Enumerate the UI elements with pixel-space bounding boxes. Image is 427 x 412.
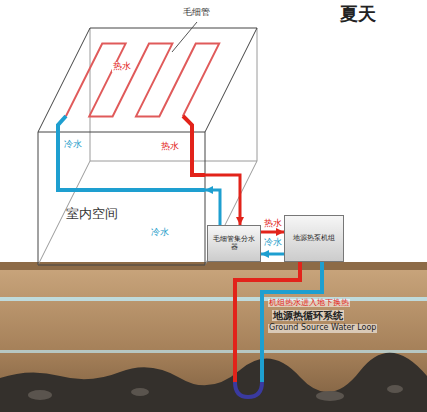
diagram-title: 夏天	[340, 4, 376, 24]
pipe-connector	[261, 231, 284, 234]
pipe-connector	[205, 175, 240, 225]
system-label-en: Ground Source Water Loop	[268, 324, 377, 333]
leader-line	[172, 22, 197, 52]
flow-label: 冷水	[63, 140, 83, 150]
groundwater-layer	[0, 350, 427, 353]
ground-hot-pipe	[235, 262, 300, 382]
edge-label: 热水	[264, 219, 282, 229]
heat-pump-box: 地源热泵机组	[284, 215, 344, 262]
cube-edge	[38, 28, 257, 132]
callout-label: 毛细管	[182, 8, 211, 18]
ground-surface	[0, 262, 427, 270]
rock	[28, 390, 52, 400]
node-text: 室内空间	[66, 206, 118, 222]
soil	[0, 266, 427, 412]
capillary-coil	[66, 44, 219, 117]
flow-label: 冷水	[150, 228, 170, 238]
pipe-connector	[261, 253, 284, 256]
cold-pipe	[58, 116, 205, 190]
pipe-connector	[205, 190, 220, 225]
system-label: 地源热循环系统	[272, 310, 344, 321]
room-space: 室内空间	[38, 132, 205, 265]
manifold-box: 毛细管集分水器	[207, 225, 261, 262]
cube-edge	[38, 132, 205, 265]
node-text: 毛细管集分水器	[210, 236, 258, 252]
hot-pipe	[183, 116, 205, 175]
note-label: 机组热水进入地下换热	[268, 299, 350, 307]
bedrock	[0, 353, 427, 412]
cube-edge	[90, 28, 257, 161]
edge-label: 冷水	[264, 238, 282, 248]
flow-label: 热水	[112, 62, 132, 72]
groundwater-layer	[0, 297, 427, 301]
ground-loop-bend	[235, 382, 262, 397]
node-text: 地源热泵机组	[293, 234, 335, 242]
rock	[316, 391, 344, 401]
rock	[387, 385, 403, 393]
rock	[131, 388, 149, 396]
flow-label: 热水	[160, 142, 180, 152]
ground-cold-pipe	[262, 262, 322, 382]
